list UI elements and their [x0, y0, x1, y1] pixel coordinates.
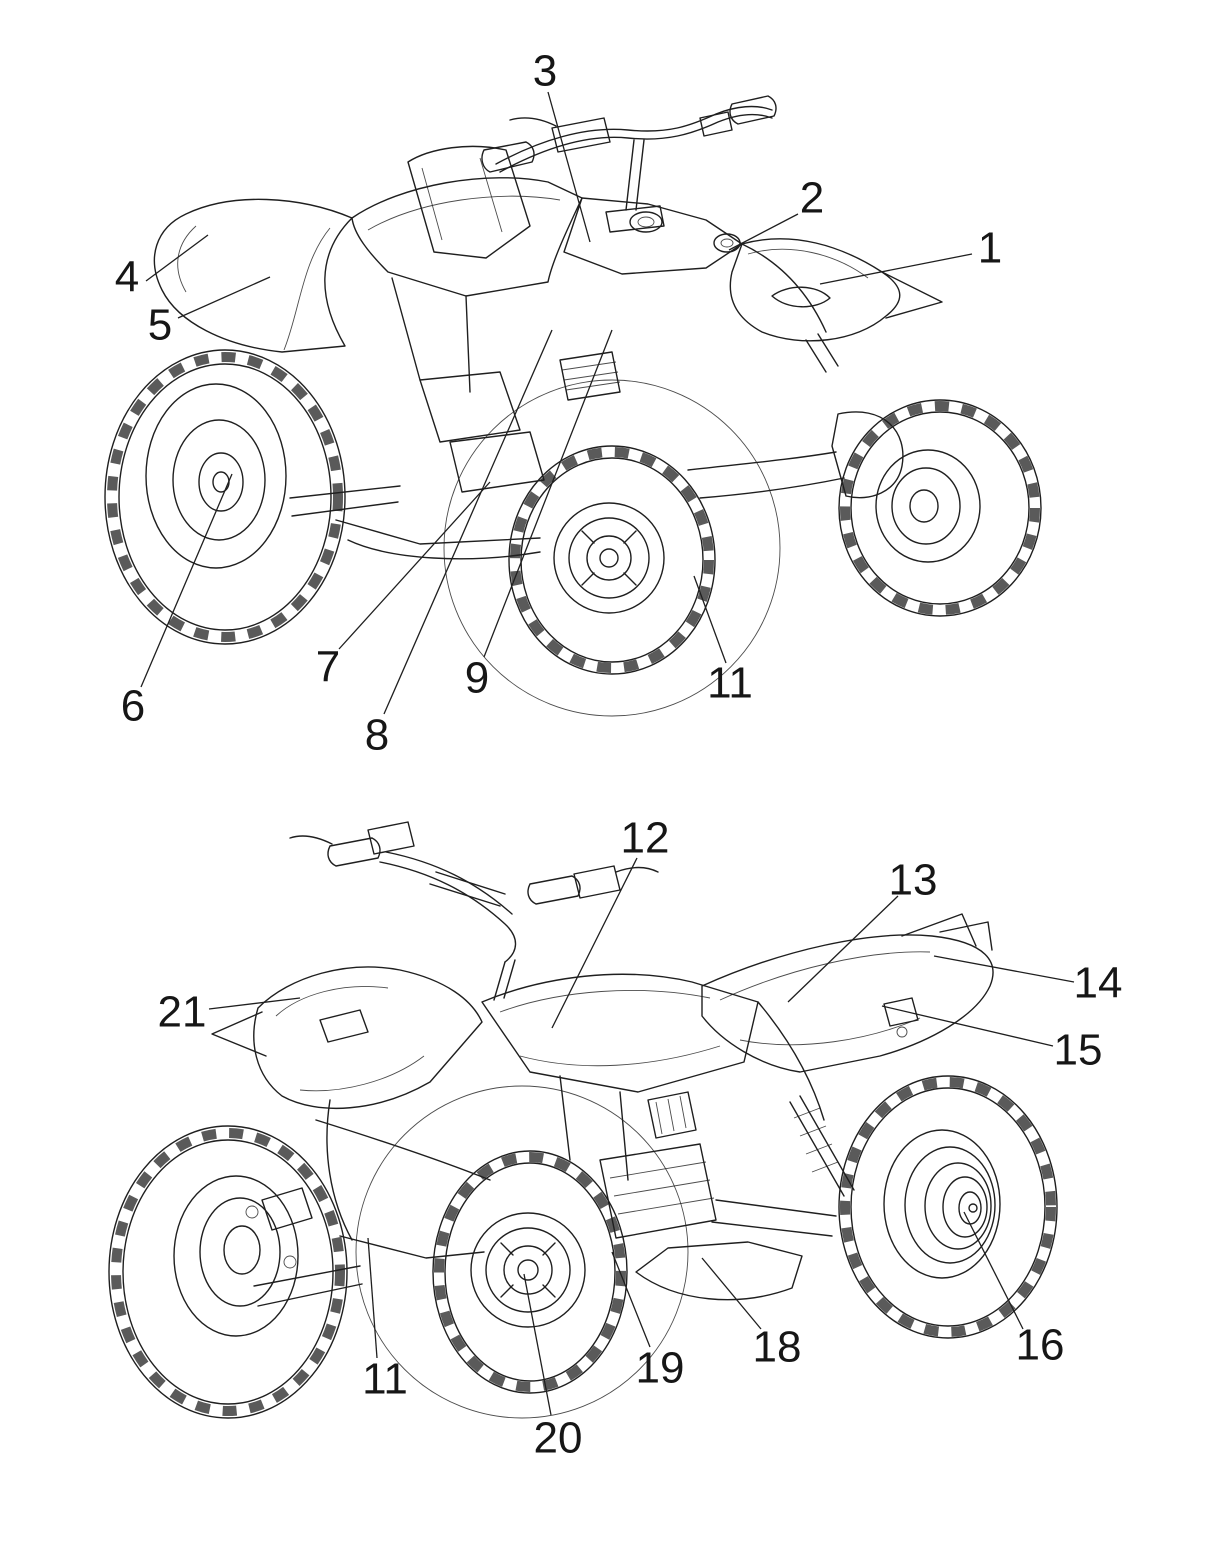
callout-lower-16: 16 — [1016, 1321, 1065, 1370]
leader-line-lower-20 — [523, 1273, 552, 1416]
leader-line-lower-21 — [208, 997, 301, 1010]
leader-line-lower-16 — [963, 1211, 1024, 1330]
callout-lower-20: 20 — [534, 1414, 583, 1463]
leader-line-upper-11 — [693, 575, 727, 664]
leader-line-lower-15 — [881, 1005, 1054, 1047]
callout-upper-8: 8 — [365, 711, 389, 760]
leader-line-upper-7 — [338, 481, 491, 650]
callout-upper-6: 6 — [121, 682, 145, 731]
lower-body-panels — [211, 913, 994, 1110]
callout-upper-11: 11 — [707, 659, 753, 708]
callout-upper-2: 2 — [800, 174, 824, 223]
callout-upper-4: 4 — [115, 253, 139, 302]
callout-lower-14: 14 — [1074, 959, 1123, 1008]
upper-atv-illustration — [104, 95, 1042, 717]
lower-rear-wheel — [838, 1075, 1058, 1339]
callout-lower-11: 11 — [362, 1355, 408, 1404]
leader-line-upper-3 — [547, 91, 591, 243]
upper-chassis-details — [289, 243, 904, 560]
callout-lower-19: 19 — [636, 1344, 685, 1393]
lower-handlebar-assembly — [289, 821, 659, 1001]
upper-handlebar-assembly — [481, 95, 777, 233]
callout-lower-15: 15 — [1054, 1026, 1103, 1075]
leader-line-lower-18 — [701, 1257, 762, 1330]
upper-body-panels — [153, 145, 943, 353]
leader-line-lower-11 — [367, 1237, 378, 1359]
leader-line-lower-14 — [933, 955, 1075, 983]
callout-lower-18: 18 — [753, 1323, 802, 1372]
leader-lines-layer — [140, 91, 1075, 1416]
lower-center-wheel — [355, 1085, 689, 1419]
lower-atv-illustration — [108, 821, 1058, 1419]
callout-upper-1: 1 — [978, 224, 1002, 273]
leader-line-lower-13 — [787, 895, 899, 1003]
callout-upper-5: 5 — [148, 301, 172, 350]
callout-lower-21: 21 — [158, 988, 207, 1037]
callout-upper-7: 7 — [316, 643, 340, 692]
leader-line-upper-4 — [145, 234, 209, 282]
leader-line-upper-8 — [383, 329, 553, 715]
leader-line-lower-19 — [611, 1251, 651, 1348]
callout-lower-13: 13 — [889, 856, 938, 905]
callout-lower-12: 12 — [621, 814, 670, 863]
lower-front-left-wheel — [108, 1125, 348, 1419]
leader-line-upper-6 — [140, 473, 233, 688]
leader-line-upper-1 — [819, 253, 973, 285]
upper-rear-wheel — [104, 349, 346, 645]
leader-line-upper-5 — [177, 276, 271, 319]
lower-chassis-details — [253, 1001, 855, 1307]
callout-upper-3: 3 — [533, 47, 557, 96]
upper-front-far-wheel — [838, 399, 1042, 617]
leader-line-upper-2 — [728, 213, 799, 251]
leader-line-upper-9 — [483, 329, 613, 658]
callout-upper-9: 9 — [465, 654, 489, 703]
leader-line-lower-12 — [551, 857, 638, 1029]
upper-front-near-wheel — [443, 379, 781, 717]
